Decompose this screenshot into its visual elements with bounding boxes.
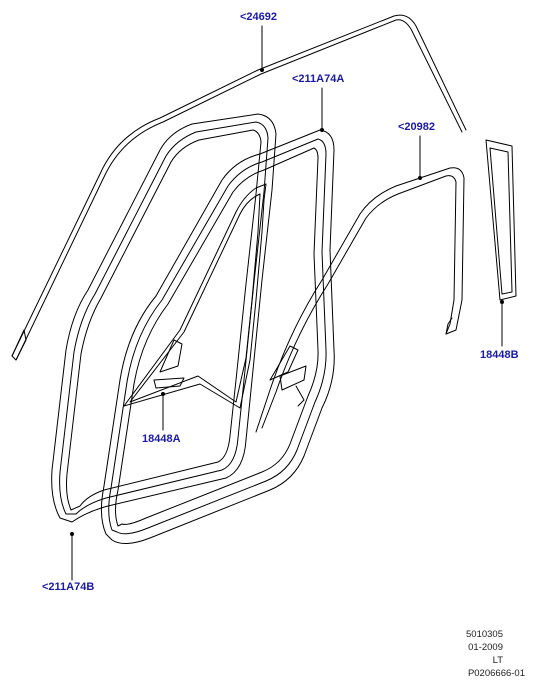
leader-lines — [71, 25, 503, 581]
reference-date: 01-2009 — [468, 642, 503, 653]
callout-24692: <24692 — [240, 11, 277, 23]
rear-door-seal-211A74B — [51, 113, 277, 523]
callout-20982: <20982 — [398, 121, 435, 133]
callout-18448B: 18448B — [480, 349, 519, 361]
window-channel-18448A — [123, 183, 267, 409]
reference-number: 5010305 — [466, 629, 503, 640]
callout-18448A: 18448A — [142, 433, 181, 445]
roof-moulding-24692 — [11, 14, 467, 361]
leader-dots — [70, 68, 504, 536]
callout-211A74B: <211A74B — [42, 581, 94, 593]
reference-model-code: LT — [492, 655, 503, 666]
callout-211A74A: <211A74A — [292, 73, 344, 85]
door-drip-seal-20982 — [255, 167, 465, 433]
reference-illustration-id: P0206666-01 — [467, 668, 525, 679]
front-door-seal-211A74A — [100, 129, 335, 544]
drawing-reference-block: 5010305 01-2009 LT P0206666-01 — [405, 628, 525, 680]
pillar-trim-18448B — [485, 139, 517, 301]
